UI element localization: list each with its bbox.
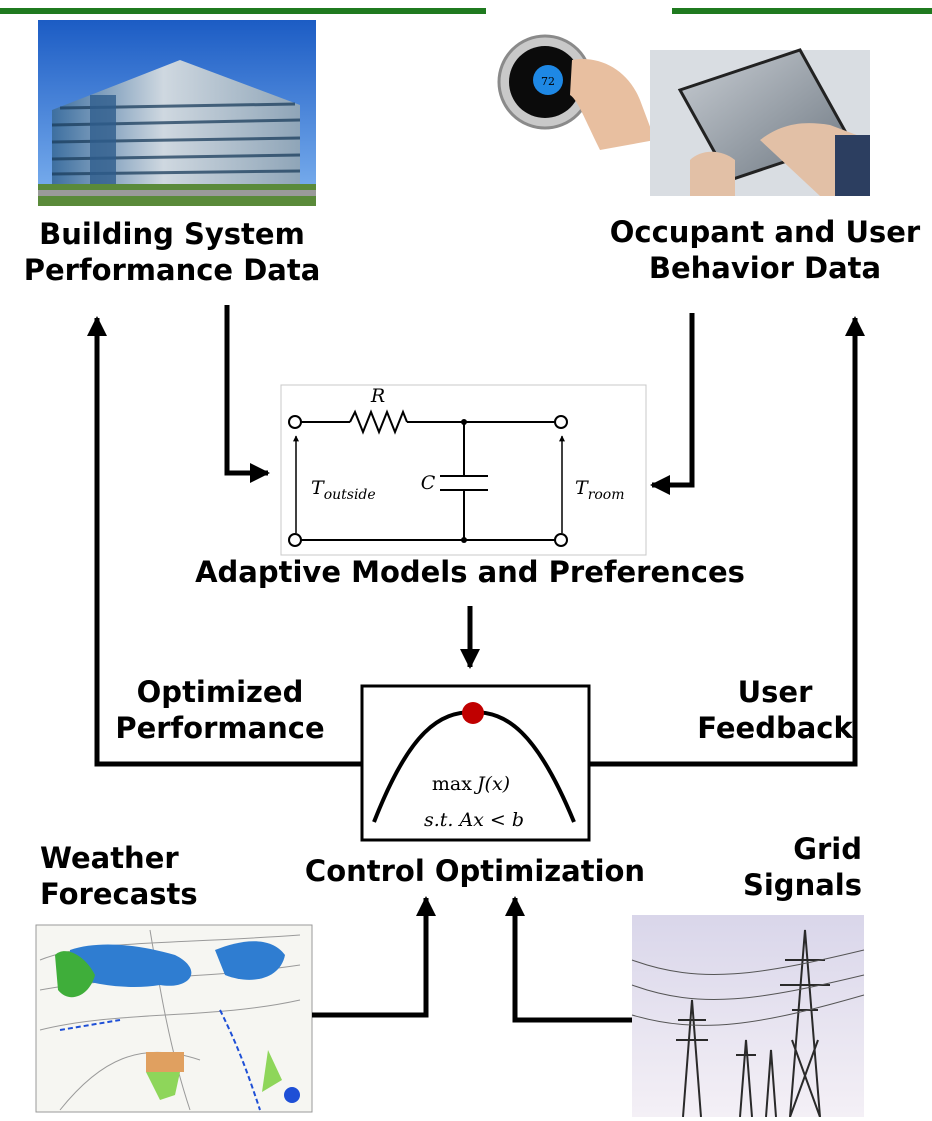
grid-signals-label: Grid Signals xyxy=(720,831,862,903)
performance-feedback-arrow xyxy=(87,316,362,767)
user-feedback-line1: User xyxy=(737,675,813,709)
thermostat-display: 72 xyxy=(541,75,555,88)
connectors xyxy=(87,305,865,1023)
t-room-label: Troom xyxy=(575,477,625,503)
optimum-point xyxy=(462,702,484,724)
t-outside-base: T xyxy=(311,477,325,499)
capacitor-label: C xyxy=(421,472,436,494)
tablet-photo xyxy=(650,48,870,196)
adaptive-models-label: Adaptive Models and Preferences xyxy=(195,555,745,589)
optimized-performance-label: Optimized Performance xyxy=(100,674,340,746)
t-room-sub: room xyxy=(588,487,625,503)
resistor-label: R xyxy=(370,385,385,407)
grid-label-line2: Signals xyxy=(742,868,862,902)
building-to-model-arrow xyxy=(224,305,270,483)
weather-label-line2: Forecasts xyxy=(40,877,198,911)
weather-forecasts-label: Weather Forecasts xyxy=(40,840,260,912)
objective-fn: J(x) xyxy=(473,773,510,795)
user-feedback-line2: Feedback xyxy=(697,711,853,745)
building-data-label: Building System Performance Data xyxy=(12,216,332,288)
occupant-to-model-arrow xyxy=(650,313,695,495)
t-outside-label: Toutside xyxy=(311,477,376,503)
t-room-base: T xyxy=(575,477,589,499)
t-outside-sub: outside xyxy=(324,487,376,503)
user-feedback-label: User Feedback xyxy=(690,674,860,746)
occupant-data-label: Occupant and User Behavior Data xyxy=(600,214,930,286)
building-label-line2: Performance Data xyxy=(23,253,321,287)
header-bar xyxy=(0,8,932,14)
grid-to-control-arrow xyxy=(505,896,632,1023)
office-building-photo xyxy=(38,20,316,206)
control-optimization-label: Control Optimization xyxy=(304,854,646,888)
weather-label-line1: Weather xyxy=(40,841,179,875)
weather-map-photo xyxy=(35,924,313,1113)
weather-to-control-arrow xyxy=(312,896,436,1018)
constraint-expression: s.t. Ax < b xyxy=(424,809,524,831)
building-label-line1: Building System xyxy=(39,217,305,251)
thermostat-photo xyxy=(486,0,672,162)
optimized-label-line2: Performance xyxy=(115,711,325,745)
occupant-label-line2: Behavior Data xyxy=(648,251,882,285)
objective-op: max xyxy=(432,773,472,795)
occupant-label-line1: Occupant and User xyxy=(609,215,921,249)
power-tower-photo xyxy=(631,915,865,1118)
circuit-diagram xyxy=(280,384,647,556)
optimized-label-line1: Optimized xyxy=(136,675,304,709)
grid-label-line1: Grid xyxy=(793,832,862,866)
user-feedback-arrow xyxy=(589,316,865,767)
